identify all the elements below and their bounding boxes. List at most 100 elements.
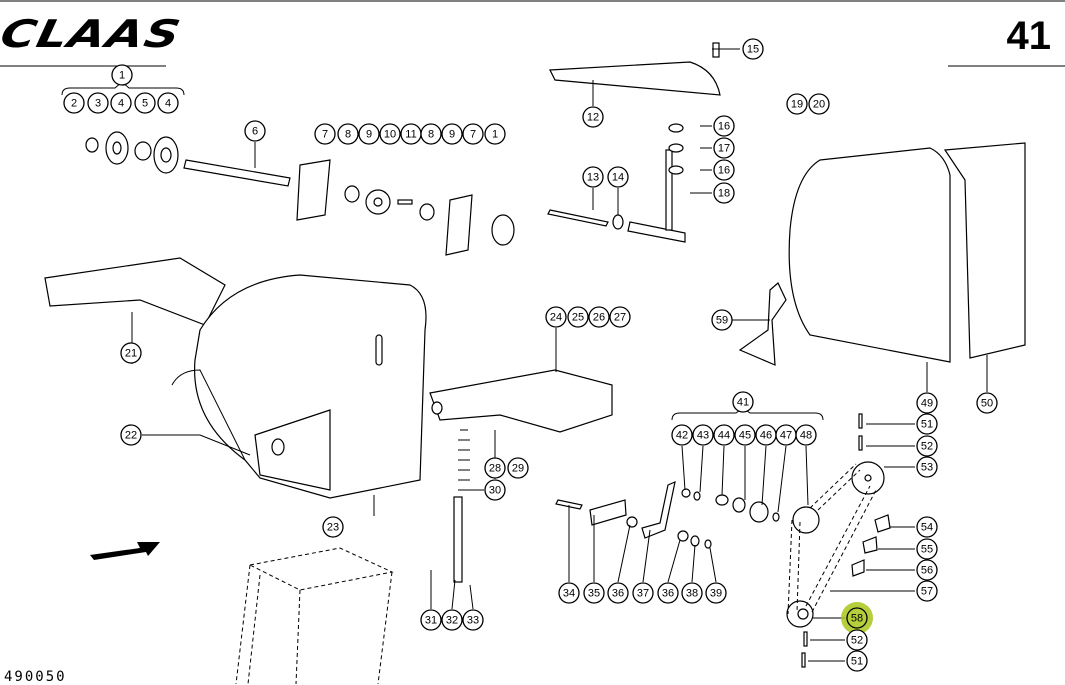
callout-36[interactable]: 36: [657, 582, 679, 604]
callout-circle: [111, 64, 133, 86]
spring-rod: [453, 429, 470, 583]
callout-circle: [976, 392, 998, 414]
callout-23[interactable]: 23: [322, 516, 344, 538]
callout-label: 26: [593, 312, 605, 324]
callout-54[interactable]: 54: [916, 516, 938, 538]
callout-25[interactable]: 25: [567, 306, 589, 328]
callout-43[interactable]: 43: [692, 424, 714, 446]
callout-26[interactable]: 26: [588, 306, 610, 328]
callout-27[interactable]: 27: [609, 306, 631, 328]
callout-5[interactable]: 5: [134, 92, 156, 114]
left-bracket: [44, 257, 226, 326]
callout-21[interactable]: 21: [120, 342, 142, 364]
callout-3[interactable]: 3: [87, 92, 109, 114]
callout-9[interactable]: 9: [441, 123, 463, 145]
callout-circle: [110, 92, 132, 114]
callout-circle: [582, 106, 604, 128]
callout-2[interactable]: 2: [63, 92, 85, 114]
flow-arrow: [90, 542, 160, 560]
callout-29[interactable]: 29: [507, 457, 529, 479]
callout-30[interactable]: 30: [484, 479, 506, 501]
callout-circle: [657, 582, 679, 604]
callout-circle: [567, 306, 589, 328]
callout-37[interactable]: 37: [632, 582, 654, 604]
callout-53[interactable]: 53: [916, 456, 938, 478]
callout-16[interactable]: 16: [713, 159, 735, 181]
callout-52[interactable]: 52: [916, 435, 938, 457]
callout-label: 38: [686, 588, 698, 600]
callout-circle: [916, 392, 938, 414]
callout-circle: [732, 391, 754, 413]
callout-42[interactable]: 42: [671, 424, 693, 446]
callout-50[interactable]: 50: [976, 392, 998, 414]
callout-45[interactable]: 45: [734, 424, 756, 446]
callout-36[interactable]: 36: [607, 582, 629, 604]
callout-1[interactable]: 1: [484, 123, 506, 145]
callout-35[interactable]: 35: [583, 582, 605, 604]
callout-10[interactable]: 10: [379, 123, 401, 145]
callout-12[interactable]: 12: [582, 106, 604, 128]
callout-28[interactable]: 28: [484, 457, 506, 479]
callout-56[interactable]: 56: [916, 559, 938, 581]
callout-4[interactable]: 4: [157, 92, 179, 114]
callout-32[interactable]: 32: [441, 609, 463, 631]
callout-55[interactable]: 55: [916, 538, 938, 560]
callout-22[interactable]: 22: [120, 424, 142, 446]
callout-label: 12: [587, 112, 599, 124]
callout-label: 43: [697, 430, 709, 442]
callout-15[interactable]: 15: [742, 38, 764, 60]
callout-57[interactable]: 57: [916, 580, 938, 602]
callout-58[interactable]: 58: [841, 602, 873, 634]
callout-24[interactable]: 24: [545, 306, 567, 328]
callout-44[interactable]: 44: [713, 424, 735, 446]
callout-label: 1: [119, 70, 125, 82]
callout-13[interactable]: 13: [582, 166, 604, 188]
callout-51[interactable]: 51: [916, 413, 938, 435]
callout-label: 15: [747, 44, 759, 56]
chain-drive: [786, 413, 891, 668]
callout-circle: [244, 120, 266, 142]
callout-label: 9: [449, 129, 455, 141]
callout-18[interactable]: 18: [713, 182, 735, 204]
callout-59[interactable]: 59: [711, 309, 733, 331]
callout-label: 50: [981, 398, 993, 410]
callout-label: 34: [563, 588, 575, 600]
callout-label: 8: [345, 129, 351, 141]
callout-52[interactable]: 52: [846, 629, 868, 651]
callout-34[interactable]: 34: [558, 582, 580, 604]
callout-9[interactable]: 9: [358, 123, 380, 145]
callout-17[interactable]: 17: [713, 137, 735, 159]
callout-49[interactable]: 49: [916, 392, 938, 414]
callout-1[interactable]: 1: [111, 64, 133, 86]
callout-20[interactable]: 20: [808, 93, 830, 115]
callout-19[interactable]: 19: [786, 93, 808, 115]
callout-circle: [916, 413, 938, 435]
callout-31[interactable]: 31: [420, 609, 442, 631]
callout-circle: [795, 424, 817, 446]
plates-and-sprocket: [296, 159, 515, 256]
callout-7[interactable]: 7: [314, 123, 336, 145]
callout-label: 36: [662, 588, 674, 600]
callout-33[interactable]: 33: [462, 609, 484, 631]
callout-7[interactable]: 7: [462, 123, 484, 145]
callout-circle: [713, 424, 735, 446]
callout-48[interactable]: 48: [795, 424, 817, 446]
callout-4[interactable]: 4: [110, 92, 132, 114]
callout-16[interactable]: 16: [713, 115, 735, 137]
callout-label: 8: [428, 129, 434, 141]
callout-47[interactable]: 47: [775, 424, 797, 446]
callout-41[interactable]: 41: [732, 391, 754, 413]
callout-14[interactable]: 14: [607, 166, 629, 188]
callout-8[interactable]: 8: [337, 123, 359, 145]
callout-51[interactable]: 51: [846, 650, 868, 672]
callout-circle: [134, 92, 156, 114]
callout-8[interactable]: 8: [420, 123, 442, 145]
callout-38[interactable]: 38: [681, 582, 703, 604]
callout-46[interactable]: 46: [755, 424, 777, 446]
callout-11[interactable]: 11: [400, 123, 422, 145]
callout-circle: [582, 166, 604, 188]
callout-6[interactable]: 6: [244, 120, 266, 142]
callout-39[interactable]: 39: [705, 582, 727, 604]
callout-circle: [607, 582, 629, 604]
callout-label: 49: [921, 398, 933, 410]
